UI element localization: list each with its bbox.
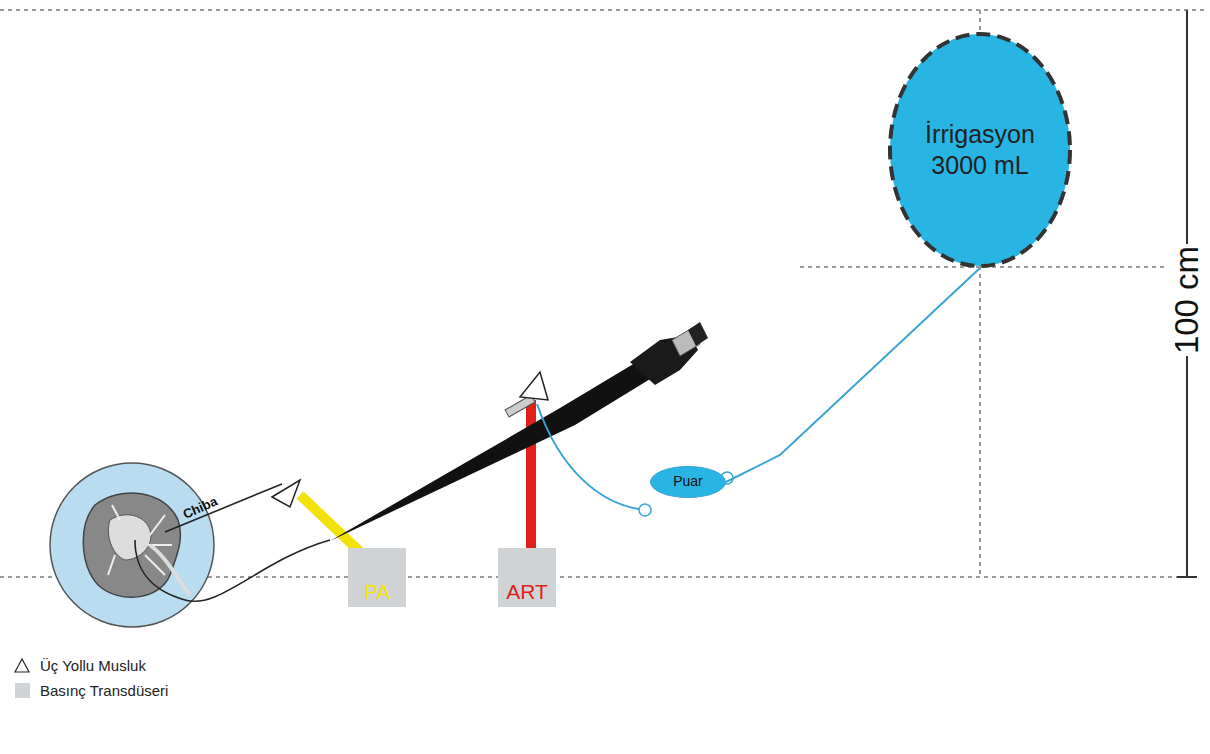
legend-text: Üç Yollu Musluk bbox=[40, 657, 146, 674]
node-label: ART bbox=[506, 579, 548, 605]
legend-entry: Üç Yollu Musluk bbox=[40, 657, 146, 674]
legend-entry: Basınç Transdüseri bbox=[15, 682, 168, 699]
pressure-transducer: ART bbox=[498, 548, 556, 607]
bulb-pump: Puar bbox=[650, 466, 726, 498]
node-label: PA bbox=[364, 579, 390, 605]
node-label: Puar bbox=[673, 473, 703, 491]
ellipse-outline bbox=[888, 32, 1072, 268]
irrigation-bag: İrrigasyon 3000 mL bbox=[888, 32, 1072, 268]
legend-text: Basınç Transdüseri bbox=[40, 682, 168, 699]
node-label: İrrigasyon 3000 mL bbox=[905, 119, 1055, 182]
pressure-transducer: PA bbox=[348, 548, 406, 607]
legend-swatch bbox=[15, 683, 30, 698]
tube-connector bbox=[726, 268, 980, 482]
dimension-label: 100 cm bbox=[1168, 244, 1206, 356]
